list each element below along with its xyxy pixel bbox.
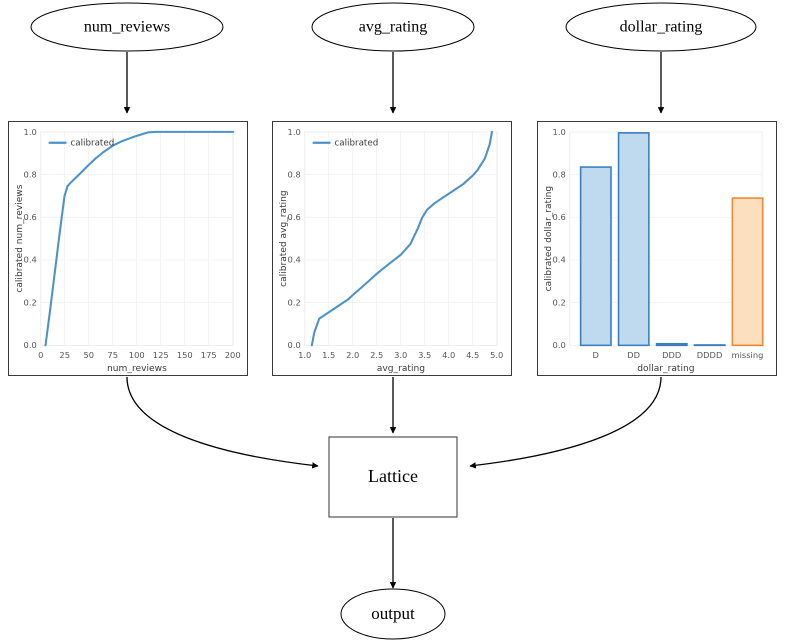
svg-text:0.2: 0.2	[24, 297, 37, 307]
svg-text:0.8: 0.8	[24, 169, 37, 179]
svg-text:0.2: 0.2	[288, 297, 301, 307]
svg-text:0.0: 0.0	[553, 340, 566, 350]
svg-text:DDD: DDD	[662, 350, 681, 360]
bar-DD	[617, 132, 650, 347]
chart1-yaxis-title: calibrated num_reviews	[15, 184, 25, 292]
chart2-xtick-labels: 1.0 1.5 2.0 2.5 3.0 3.5 4.0 4.5 5.0	[298, 350, 503, 360]
node-num-reviews[interactable]: num_reviews	[30, 2, 224, 52]
chart3-ytick-labels: 0.0 0.2 0.4 0.6 0.8 1.0	[553, 127, 566, 350]
svg-text:100: 100	[129, 350, 145, 360]
chart1-xtick-labels: 0 25 50 75 100 125 150 175 200	[38, 350, 241, 360]
bar-missing	[731, 197, 764, 347]
svg-text:0.4: 0.4	[24, 255, 37, 265]
svg-text:1.0: 1.0	[288, 127, 301, 137]
svg-text:200: 200	[225, 350, 241, 360]
svg-text:0.8: 0.8	[553, 169, 566, 179]
svg-text:0.0: 0.0	[288, 340, 301, 350]
svg-text:DDDD: DDDD	[697, 350, 723, 360]
chart2-legend: calibrated	[312, 139, 378, 149]
node-lattice-label: Lattice	[368, 466, 418, 486]
chart3-bars	[579, 132, 764, 347]
svg-text:0.8: 0.8	[288, 169, 301, 179]
svg-text:DD: DD	[627, 350, 640, 360]
svg-text:1.0: 1.0	[298, 350, 311, 360]
bar-DDD	[655, 342, 688, 347]
node-dollar-rating-label: dollar_rating	[620, 19, 703, 36]
svg-text:125: 125	[153, 350, 169, 360]
chart1-legend-label: calibrated	[70, 139, 114, 149]
svg-text:0.2: 0.2	[553, 297, 566, 307]
svg-text:missing: missing	[731, 350, 763, 360]
chart1-line-calibrated	[44, 130, 235, 347]
node-dollar-rating[interactable]: dollar_rating	[565, 2, 757, 52]
chart1-ytick-labels: 0.0 0.2 0.4 0.6 0.8 1.0	[24, 127, 37, 350]
svg-text:0.0: 0.0	[24, 340, 37, 350]
svg-text:4.0: 4.0	[442, 350, 455, 360]
svg-text:175: 175	[201, 350, 217, 360]
chart3-xaxis-title: dollar_rating	[637, 364, 694, 374]
svg-text:0.6: 0.6	[288, 212, 301, 222]
edge-chart1-to-lattice	[126, 376, 319, 469]
svg-text:1.0: 1.0	[553, 127, 566, 137]
svg-text:0.4: 0.4	[553, 255, 566, 265]
chart-avg-rating-plot: calibrated 0.0 0.2 0.4 0.6 0.8 1.0 1.0 1…	[273, 122, 511, 375]
chart1-xaxis-title: num_reviews	[107, 364, 167, 374]
svg-text:D: D	[593, 350, 599, 360]
chart2-yaxis-title: calibrated avg_rating	[279, 190, 289, 287]
chart-num-reviews-plot: calibrated 0.0 0.2 0.4 0.6 0.8 1.0 0 25 …	[9, 122, 247, 375]
chart2-gridlines	[304, 131, 498, 346]
chart1-legend: calibrated	[48, 139, 114, 149]
svg-text:4.5: 4.5	[466, 350, 479, 360]
node-lattice[interactable]: Lattice	[328, 436, 458, 518]
node-output-label: output	[371, 604, 415, 623]
node-avg-rating[interactable]: avg_rating	[311, 2, 475, 52]
svg-text:2.5: 2.5	[370, 350, 383, 360]
chart2-legend-label: calibrated	[334, 139, 378, 149]
chart2-xaxis-title: avg_rating	[377, 364, 425, 374]
svg-text:50: 50	[83, 350, 94, 360]
chart-dollar-rating: 0.0 0.2 0.4 0.6 0.8 1.0 D DD DDD DDDD mi…	[537, 121, 777, 376]
svg-text:2.0: 2.0	[346, 350, 359, 360]
svg-text:1.0: 1.0	[24, 127, 37, 137]
chart-avg-rating: calibrated 0.0 0.2 0.4 0.6 0.8 1.0 1.0 1…	[272, 121, 512, 376]
svg-text:0: 0	[38, 350, 43, 360]
chart-dollar-rating-plot: 0.0 0.2 0.4 0.6 0.8 1.0 D DD DDD DDDD mi…	[538, 122, 776, 375]
svg-text:1.5: 1.5	[322, 350, 335, 360]
chart2-line-calibrated	[310, 130, 494, 347]
svg-text:0.6: 0.6	[553, 212, 566, 222]
svg-text:0.6: 0.6	[24, 212, 37, 222]
bar-D	[579, 166, 612, 347]
svg-text:75: 75	[107, 350, 118, 360]
svg-text:3.5: 3.5	[418, 350, 431, 360]
node-num-reviews-label: num_reviews	[84, 19, 170, 36]
node-output[interactable]: output	[340, 588, 446, 640]
chart3-xtick-labels: D DD DDD DDDD missing	[593, 350, 764, 360]
chart3-yaxis-title: calibrated dollar_rating	[544, 186, 554, 292]
node-avg-rating-label: avg_rating	[359, 19, 427, 36]
svg-text:150: 150	[177, 350, 193, 360]
chart2-ytick-labels: 0.0 0.2 0.4 0.6 0.8 1.0	[288, 127, 301, 350]
svg-text:3.0: 3.0	[394, 350, 407, 360]
svg-text:0.4: 0.4	[288, 255, 301, 265]
chart-num-reviews: calibrated 0.0 0.2 0.4 0.6 0.8 1.0 0 25 …	[8, 121, 248, 376]
svg-text:25: 25	[59, 350, 70, 360]
svg-text:5.0: 5.0	[490, 350, 503, 360]
edge-chart3-to-lattice	[469, 376, 662, 469]
